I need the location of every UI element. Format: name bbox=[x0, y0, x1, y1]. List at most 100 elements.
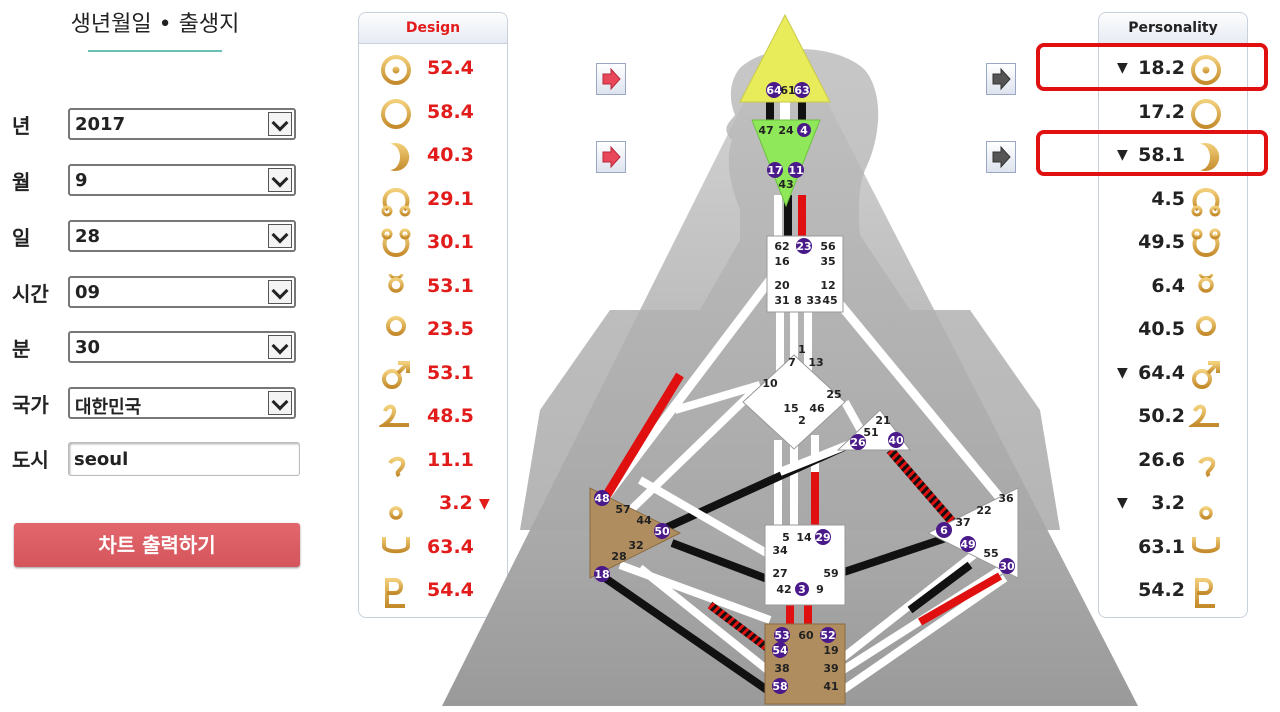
design-sun-arrow-button[interactable] bbox=[596, 63, 626, 95]
gate-6: 6 bbox=[940, 524, 948, 537]
gate-24: 24 bbox=[778, 124, 794, 137]
year-select[interactable]: 2017 bbox=[68, 108, 296, 140]
design-uranus-value: 3.2 bbox=[439, 492, 473, 514]
gate-7: 7 bbox=[788, 356, 796, 369]
design-mars-value: 53.1 bbox=[427, 362, 474, 384]
chevron-down-icon[interactable] bbox=[268, 224, 292, 248]
gate-2: 2 bbox=[798, 414, 806, 427]
arrow-right-icon bbox=[992, 67, 1011, 91]
gate-48: 48 bbox=[594, 492, 609, 505]
design-panel: Design 52.4 58.4 40.3 29.1 30.1 53.1 23.… bbox=[358, 12, 508, 618]
hour-row: 시간 09 bbox=[12, 276, 312, 312]
minute-select[interactable]: 30 bbox=[68, 331, 296, 363]
personality-sun-arrow-button[interactable] bbox=[986, 63, 1016, 95]
country-select[interactable]: 대한민국 bbox=[68, 387, 296, 419]
gate-30: 30 bbox=[999, 560, 1015, 573]
city-label: 도시 bbox=[12, 448, 49, 472]
personality-jupiter-row: 50.2 bbox=[1099, 399, 1249, 437]
gate-41: 41 bbox=[823, 680, 838, 693]
gate-44: 44 bbox=[636, 514, 652, 527]
uranus-icon bbox=[379, 488, 413, 522]
personality-neptune-row: 63.1 bbox=[1099, 530, 1249, 568]
spleen-center bbox=[589, 487, 682, 579]
day-select[interactable]: 28 bbox=[68, 220, 296, 252]
ego-gates: 21 51 26 40 bbox=[850, 414, 904, 450]
personality-north-node-value: 4.5 bbox=[1151, 188, 1185, 210]
arrow-right-icon bbox=[602, 67, 621, 91]
gate-43: 43 bbox=[778, 178, 793, 191]
gate-3: 3 bbox=[798, 583, 806, 596]
gate-21: 21 bbox=[875, 414, 890, 427]
personality-sun-value: 18.2 bbox=[1138, 57, 1185, 79]
head-gates: 64 61 63 bbox=[766, 82, 810, 98]
gate-36: 36 bbox=[998, 492, 1014, 505]
month-value: 9 bbox=[75, 170, 88, 191]
month-label: 월 bbox=[12, 170, 31, 194]
design-jupiter-value: 48.5 bbox=[427, 405, 474, 427]
solar-plexus-gates: 36 22 6 37 49 55 30 bbox=[936, 492, 1015, 574]
form-title: 생년월일 • 출생지 bbox=[70, 12, 240, 37]
gate-40: 40 bbox=[888, 434, 904, 447]
arrow-right-icon bbox=[602, 145, 621, 169]
gate-57: 57 bbox=[615, 503, 630, 516]
country-label: 국가 bbox=[12, 393, 49, 417]
design-moon-arrow-button[interactable] bbox=[596, 141, 626, 173]
gate-61: 61 bbox=[780, 84, 795, 97]
day-value: 28 bbox=[75, 226, 101, 247]
gate-17: 17 bbox=[767, 164, 782, 177]
g-center-gates: 1 7 13 10 25 15 46 2 bbox=[762, 343, 841, 427]
pluto-icon bbox=[1189, 575, 1223, 609]
design-pluto-row: 54.4 bbox=[359, 573, 509, 611]
minute-row: 분 30 bbox=[12, 331, 312, 367]
design-north-node-row: 29.1 bbox=[359, 182, 509, 220]
design-pluto-value: 54.4 bbox=[427, 579, 474, 601]
retrograde-marker: ▼ bbox=[1117, 365, 1128, 381]
personality-south-node-row: 49.5 bbox=[1099, 225, 1249, 263]
gate-22: 22 bbox=[976, 504, 991, 517]
year-value: 2017 bbox=[75, 114, 126, 135]
gate-5: 5 bbox=[782, 531, 790, 544]
chevron-down-icon[interactable] bbox=[268, 280, 292, 304]
chevron-down-icon[interactable] bbox=[268, 391, 292, 415]
chevron-down-icon[interactable] bbox=[268, 168, 292, 192]
design-mercury-row: 53.1 bbox=[359, 269, 509, 307]
gate-10: 10 bbox=[762, 377, 778, 390]
gate-12: 12 bbox=[820, 279, 835, 292]
gate-20: 20 bbox=[774, 279, 790, 292]
print-chart-button[interactable]: 차트 출력하기 bbox=[14, 523, 300, 567]
uranus-icon bbox=[1189, 488, 1223, 522]
gate-56: 56 bbox=[820, 240, 836, 253]
personality-moon-arrow-button[interactable] bbox=[986, 141, 1016, 173]
design-sun-value: 52.4 bbox=[427, 57, 474, 79]
gate-18: 18 bbox=[594, 568, 609, 581]
country-row: 국가 대한민국 bbox=[12, 387, 312, 423]
south-node-icon bbox=[379, 227, 413, 261]
spleen-gates: 48 57 44 50 32 28 18 bbox=[594, 490, 670, 582]
design-venus-row: 23.5 bbox=[359, 312, 509, 350]
hour-select[interactable]: 09 bbox=[68, 276, 296, 308]
north-node-icon bbox=[1189, 184, 1223, 218]
city-input[interactable]: seoul bbox=[68, 442, 300, 476]
gate-59: 59 bbox=[823, 567, 838, 580]
gate-49: 49 bbox=[960, 538, 975, 551]
country-value: 대한민국 bbox=[75, 397, 142, 418]
personality-neptune-value: 63.1 bbox=[1138, 536, 1185, 558]
gate-62: 62 bbox=[774, 240, 789, 253]
chevron-down-icon[interactable] bbox=[268, 335, 292, 359]
jupiter-icon bbox=[379, 401, 413, 435]
personality-saturn-row: 26.6 bbox=[1099, 443, 1249, 481]
personality-pluto-value: 54.2 bbox=[1138, 579, 1185, 601]
design-saturn-row: 11.1 bbox=[359, 443, 509, 481]
year-row: 년 2017 bbox=[12, 108, 312, 144]
earth-icon bbox=[379, 97, 413, 131]
chevron-down-icon[interactable] bbox=[268, 112, 292, 136]
gate-55: 55 bbox=[983, 547, 998, 560]
minute-label: 분 bbox=[12, 337, 31, 361]
sun-highlight-box bbox=[1036, 43, 1268, 91]
design-moon-value: 40.3 bbox=[427, 144, 474, 166]
hour-label: 시간 bbox=[12, 282, 49, 306]
month-select[interactable]: 9 bbox=[68, 164, 296, 196]
gate-45: 45 bbox=[822, 294, 837, 307]
gate-1: 1 bbox=[798, 343, 806, 356]
gate-27: 27 bbox=[772, 567, 787, 580]
